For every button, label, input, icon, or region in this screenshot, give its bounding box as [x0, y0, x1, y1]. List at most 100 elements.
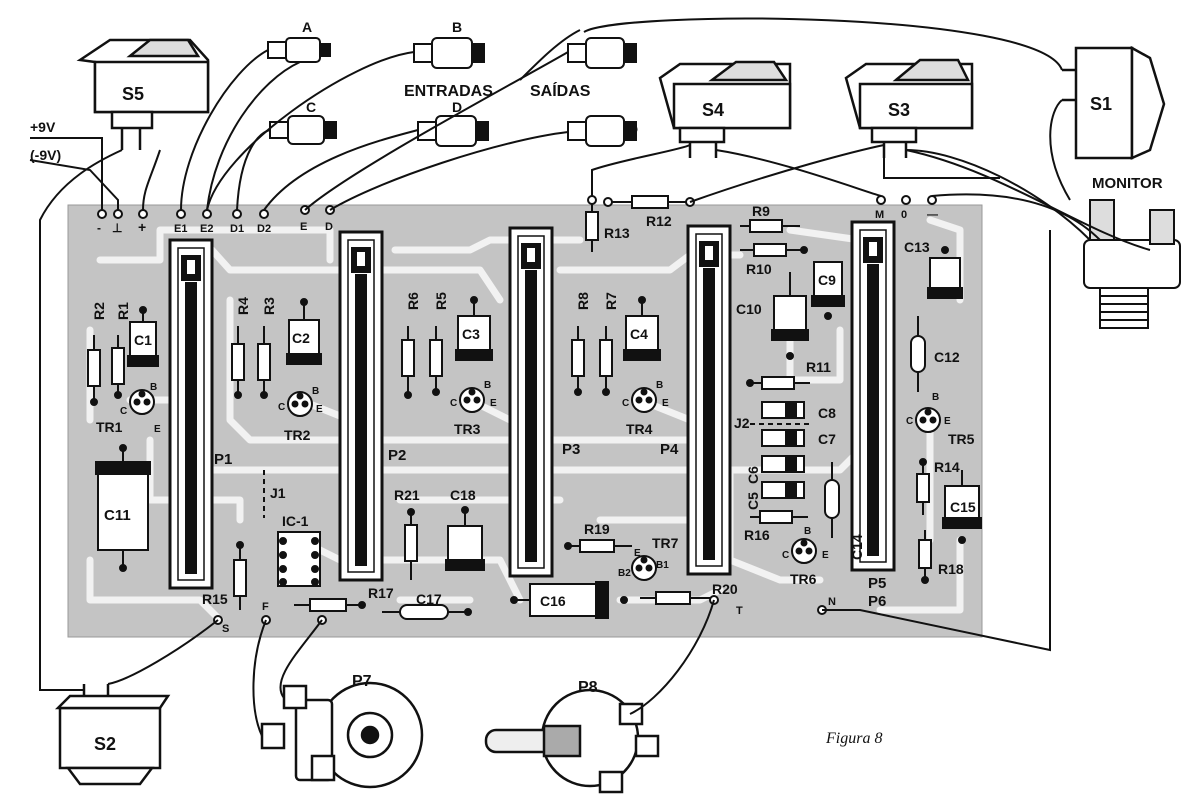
- resistor-r16: [750, 510, 808, 524]
- label-r20: R20: [712, 581, 738, 597]
- pad-label-d2: D2: [257, 223, 271, 235]
- label-c14: C14: [849, 534, 865, 560]
- label-jack-c: C: [306, 99, 316, 115]
- labels: ENTRADAS SAÍDAS MONITOR +9V (-9V) S5 S4 …: [30, 19, 1163, 754]
- resistor-r17: [294, 598, 366, 612]
- pin-e-tr1: E: [154, 424, 161, 435]
- label-p3: P3: [562, 441, 580, 458]
- resistor-r18: [918, 530, 932, 584]
- pad-label-s: S: [222, 623, 229, 635]
- label-jack-d-in: D: [452, 99, 462, 115]
- label-s3: S3: [888, 100, 910, 120]
- pad-label-f: F: [262, 601, 269, 613]
- label-monitor: MONITOR: [1092, 175, 1163, 192]
- label-c8: C8: [818, 405, 836, 421]
- label-r2: R2: [91, 302, 107, 320]
- label-s1: S1: [1090, 94, 1112, 114]
- jack-in-c: [269, 115, 337, 145]
- label-j2: J2: [734, 415, 750, 431]
- pad-label-zero: 0: [901, 209, 907, 221]
- wiring: [29, 17, 1151, 737]
- pin-b-tr3: B: [484, 380, 491, 391]
- label-r19: R19: [584, 521, 610, 537]
- capacitor-c12: [910, 316, 926, 392]
- switch-s2-body: [54, 684, 171, 786]
- label-tr1: TR1: [96, 419, 123, 435]
- pad-label-n: N: [828, 596, 836, 608]
- label-s5: S5: [122, 84, 144, 104]
- pad-label-e: E: [300, 221, 307, 233]
- label-c3: C3: [462, 326, 480, 342]
- label-r7: R7: [603, 292, 619, 310]
- transistors-group: [129, 387, 941, 581]
- pin-e-tr5: E: [944, 416, 951, 427]
- capacitor-c2: [286, 298, 322, 365]
- resistor-r6: [401, 326, 415, 399]
- pad-label-neg: -: [97, 221, 101, 235]
- transistor-tr4: [631, 387, 657, 413]
- pin-b-tr4: B: [656, 380, 663, 391]
- jack-out-d: [567, 115, 637, 147]
- slider-p1: [168, 238, 214, 590]
- pot-p7-body: [260, 681, 424, 789]
- label-s4: S4: [702, 100, 724, 120]
- rca-jacks: [267, 37, 637, 147]
- label-r12: R12: [646, 213, 672, 229]
- pad-label-t: T: [736, 605, 743, 617]
- pin-e-tr2: E: [316, 404, 323, 415]
- pin-e-tr7: E: [634, 548, 641, 559]
- label-jack-a: A: [302, 19, 312, 35]
- pin-e-tr3: E: [490, 398, 497, 409]
- pin-b-tr1: B: [150, 382, 157, 393]
- capacitor-c10: [771, 272, 809, 360]
- resistor-r9: [740, 219, 800, 233]
- pad-label-minus: —: [927, 209, 938, 221]
- slider-p3: [508, 226, 554, 578]
- resistors-group: [87, 195, 932, 610]
- pin-b-tr2: B: [312, 386, 319, 397]
- transistor-tr3: [459, 387, 485, 413]
- resistor-r19: [564, 539, 632, 553]
- slider-p5-p6: [850, 220, 896, 572]
- resistor-r4: [231, 326, 245, 399]
- label-p6: P6: [868, 593, 886, 610]
- capacitor-c17: [382, 604, 472, 620]
- label-jack-e-out: E: [628, 49, 637, 65]
- label-r6: R6: [405, 292, 421, 310]
- label-r5: R5: [433, 292, 449, 310]
- label-c17: C17: [416, 591, 442, 607]
- pad-label-d: D: [325, 221, 333, 233]
- label-r4: R4: [235, 297, 251, 315]
- label-r3: R3: [261, 297, 277, 315]
- label-p4: P4: [660, 441, 679, 458]
- capacitor-c18: [445, 506, 485, 571]
- capacitor-c13: [927, 246, 963, 299]
- pin-c-tr4: C: [622, 398, 629, 409]
- label-tr3: TR3: [454, 421, 481, 437]
- resistor-r8: [571, 326, 585, 396]
- capacitor-c11: [95, 444, 151, 572]
- monitor-jack: [1083, 199, 1181, 329]
- resistor-r2: [87, 335, 101, 406]
- pad-label-e2: E2: [200, 223, 213, 235]
- label-tr4: TR4: [626, 421, 653, 437]
- pin-e-tr6: E: [822, 550, 829, 561]
- label-c11: C11: [104, 507, 131, 524]
- label-saidas: SAÍDAS: [530, 81, 591, 100]
- label-tr2: TR2: [284, 427, 311, 443]
- label-c13: C13: [904, 239, 930, 255]
- slider-p2: [338, 230, 384, 582]
- resistor-r12: [603, 195, 695, 209]
- label-supply-neg: (-9V): [30, 147, 61, 163]
- label-supply-pos: +9V: [30, 119, 56, 135]
- transistor-tr2: [287, 391, 313, 417]
- resistor-r14: [916, 458, 930, 515]
- pad-label-m: M: [875, 209, 884, 221]
- label-j1: J1: [270, 485, 286, 501]
- switch-s3-body: [844, 58, 974, 158]
- transistor-tr6: [791, 538, 817, 564]
- label-c4: C4: [630, 326, 648, 342]
- pin-c-tr1: C: [120, 406, 127, 417]
- pot-p8-body: [484, 688, 660, 794]
- switch-s4-body: [658, 60, 792, 158]
